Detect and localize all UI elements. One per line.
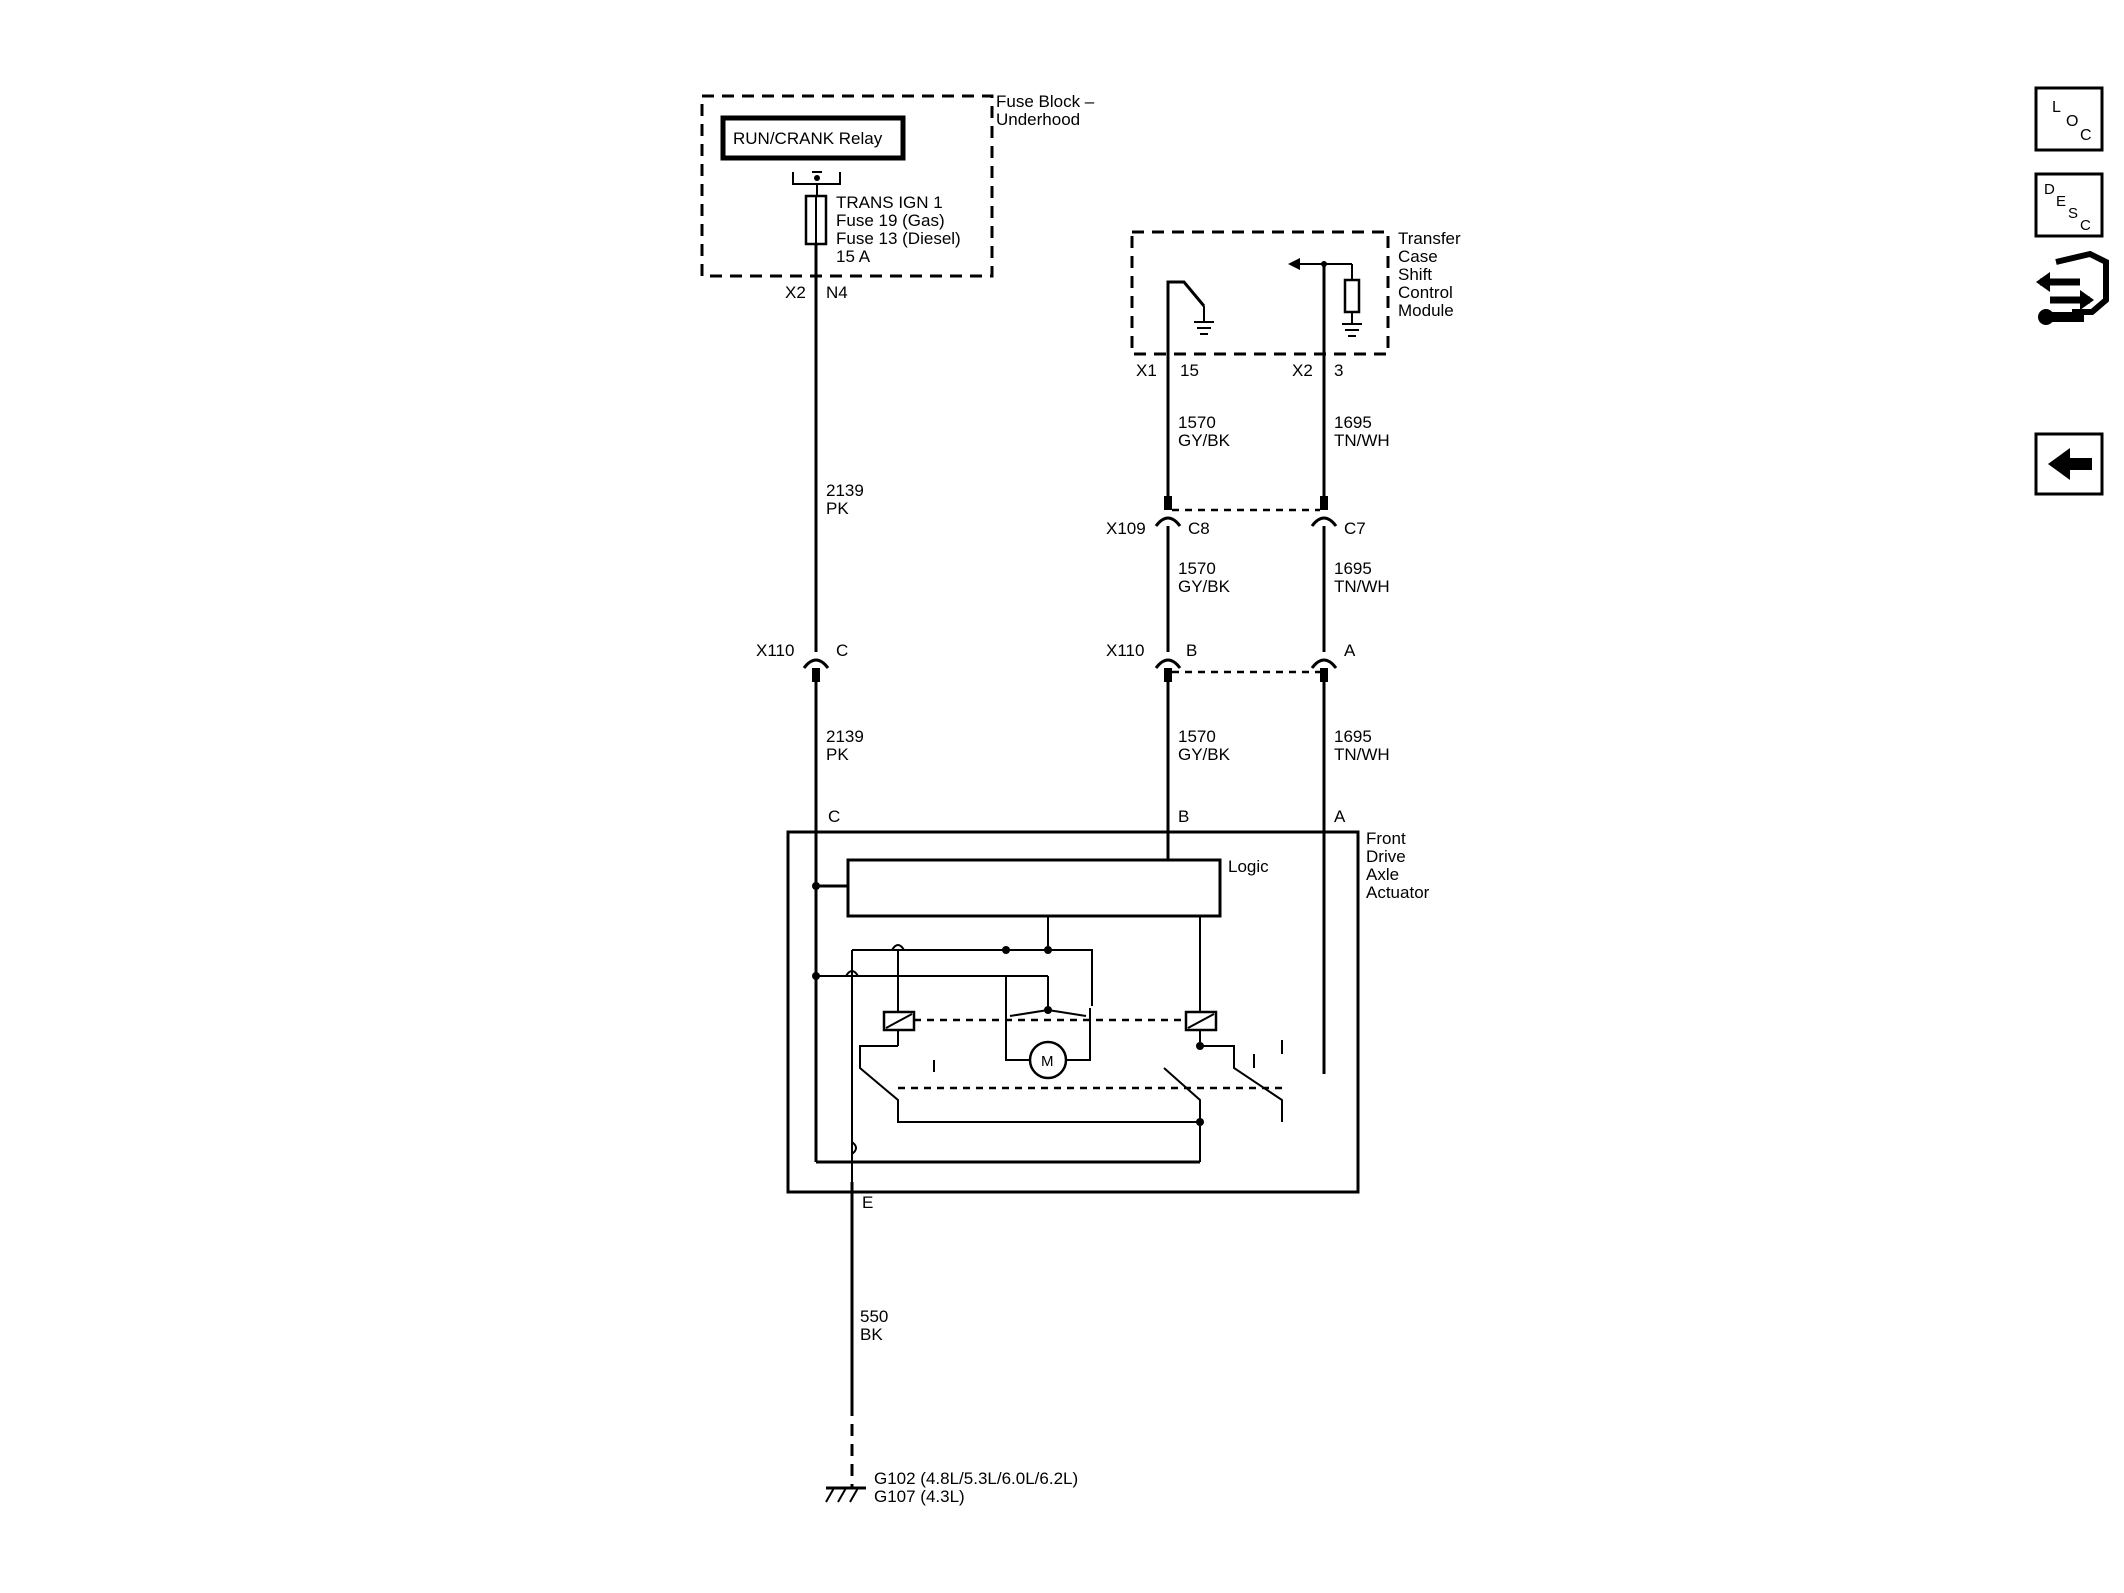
wire-tn-3-color: TN/WH xyxy=(1334,745,1390,764)
actuator-pin-c: C xyxy=(828,807,840,826)
wire-gy-3-color: GY/BK xyxy=(1178,745,1231,764)
logic-block xyxy=(846,858,1222,918)
tcscm-title-4: Control xyxy=(1398,283,1453,302)
wire-gy-2-number: 1570 xyxy=(1178,559,1216,578)
loc-letter-o: O xyxy=(2066,113,2078,130)
connector-x110-pin-b: B xyxy=(1186,641,1197,660)
fuse-label-2: Fuse 19 (Gas) xyxy=(836,211,945,230)
actuator-pin-e: E xyxy=(862,1193,873,1212)
front-drive-axle-actuator: Front Drive Axle Actuator Logic xyxy=(786,829,1430,1194)
fuse-label-1: TRANS IGN 1 xyxy=(836,193,943,212)
fuse-block-title-1: Fuse Block – xyxy=(996,92,1095,111)
fuse-label-3: Fuse 13 (Diesel) xyxy=(836,229,961,248)
loc-button[interactable]: L O C xyxy=(2034,86,2104,152)
wire-gy-bk: 1570 GY/BK 1570 GY/BK 1570 GY/BK B xyxy=(1154,354,1231,860)
tcscm-connector-x2: X2 xyxy=(1292,361,1313,380)
desc-button[interactable]: D E S C xyxy=(2034,172,2104,238)
back-button[interactable] xyxy=(2034,432,2104,496)
fuse-block-pin: N4 xyxy=(826,283,848,302)
wire-tn-2-color: TN/WH xyxy=(1334,577,1390,596)
actuator-title-1: Front xyxy=(1366,829,1406,848)
wire-pk: 2139 PK X110 C 2139 PK C xyxy=(756,276,864,832)
connector-x109-pin-c7: C7 xyxy=(1344,519,1366,538)
connector-x110-pin-a: A xyxy=(1344,641,1356,660)
ground-label-1: G102 (4.8L/5.3L/6.0L/6.2L) xyxy=(874,1469,1078,1488)
wire-tn-1-color: TN/WH xyxy=(1334,431,1390,450)
connector-wrench-icon[interactable] xyxy=(2036,250,2109,325)
tcscm-title-3: Shift xyxy=(1398,265,1432,284)
fuse-label-4: 15 A xyxy=(836,247,871,266)
actuator-pin-b: B xyxy=(1178,807,1189,826)
fuse-block-connector: X2 xyxy=(785,283,806,302)
wire-pk-top-number: 2139 xyxy=(826,481,864,500)
actuator-pin-a: A xyxy=(1334,807,1346,826)
tcscm-title-1: Transfer xyxy=(1398,229,1461,248)
connector-x109: X109 xyxy=(1106,519,1146,538)
tcscm-title-2: Case xyxy=(1398,247,1438,266)
fuse-block-title-2: Underhood xyxy=(996,110,1080,129)
actuator-outline xyxy=(786,830,1360,1194)
wire-pk-bottom-number: 2139 xyxy=(826,727,864,746)
actuator-title-4: Actuator xyxy=(1366,883,1430,902)
wire-pk-top-color: PK xyxy=(826,499,849,518)
wire-gy-2-color: GY/BK xyxy=(1178,577,1231,596)
wire-tn-1-number: 1695 xyxy=(1334,413,1372,432)
run-crank-relay-box xyxy=(720,115,906,161)
desc-letter-e: E xyxy=(2056,193,2066,210)
motor-symbol xyxy=(1028,1040,1068,1080)
tcscm-connector-x1: X1 xyxy=(1136,361,1157,380)
wire-gy-1-color: GY/BK xyxy=(1178,431,1231,450)
wire-pk-bottom-color: PK xyxy=(826,745,849,764)
back-arrow-icon xyxy=(2048,448,2092,480)
transfer-case-module-outline xyxy=(1130,230,1390,356)
tcscm-pin-3: 3 xyxy=(1334,361,1343,380)
connector-x110-mid: X110 xyxy=(1106,641,1144,660)
wire-gy-3-number: 1570 xyxy=(1178,727,1216,746)
desc-letter-c: C xyxy=(2080,217,2091,234)
wire-bk-number: 550 xyxy=(860,1307,888,1326)
inline-connectors: X109 C8 C7 X110 B A xyxy=(1106,508,1366,674)
fuse-block: Fuse Block – Underhood RUN/CRANK Relay T… xyxy=(700,92,1095,302)
wire-bk-color: BK xyxy=(860,1325,883,1344)
wire-tn-wh: 1695 TN/WH 1695 TN/WH 1695 TN/WH A xyxy=(1310,354,1390,1074)
run-crank-relay-label: RUN/CRANK Relay xyxy=(733,129,883,148)
fuse-block-outline xyxy=(700,94,994,278)
logic-label: Logic xyxy=(1228,857,1269,876)
actuator-title-3: Axle xyxy=(1366,865,1399,884)
transfer-case-module: Transfer Case Shift Control Module X1 15… xyxy=(1130,229,1461,380)
loc-letter-l: L xyxy=(2052,99,2061,116)
ground-label-2: G107 (4.3L) xyxy=(874,1487,965,1506)
tcscm-pin-15: 15 xyxy=(1180,361,1199,380)
connector-x109-pin-c8: C8 xyxy=(1188,519,1210,538)
wire-tn-2-number: 1695 xyxy=(1334,559,1372,578)
motor-label: M xyxy=(1041,1053,1054,1070)
connector-x110-pin-c: C xyxy=(836,641,848,660)
wire-gy-1-number: 1570 xyxy=(1178,413,1216,432)
wire-bk-ground: E 550 BK G102 (4.8L/5.3L/6.0L/6.2L) G107… xyxy=(825,1182,1078,1506)
actuator-title-2: Drive xyxy=(1366,847,1406,866)
connector-x110-left: X110 xyxy=(756,641,794,660)
loc-letter-c: C xyxy=(2080,127,2092,144)
tcscm-title-5: Module xyxy=(1398,301,1454,320)
desc-letter-d: D xyxy=(2044,181,2055,198)
desc-letter-s: S xyxy=(2068,205,2078,222)
wire-tn-3-number: 1695 xyxy=(1334,727,1372,746)
